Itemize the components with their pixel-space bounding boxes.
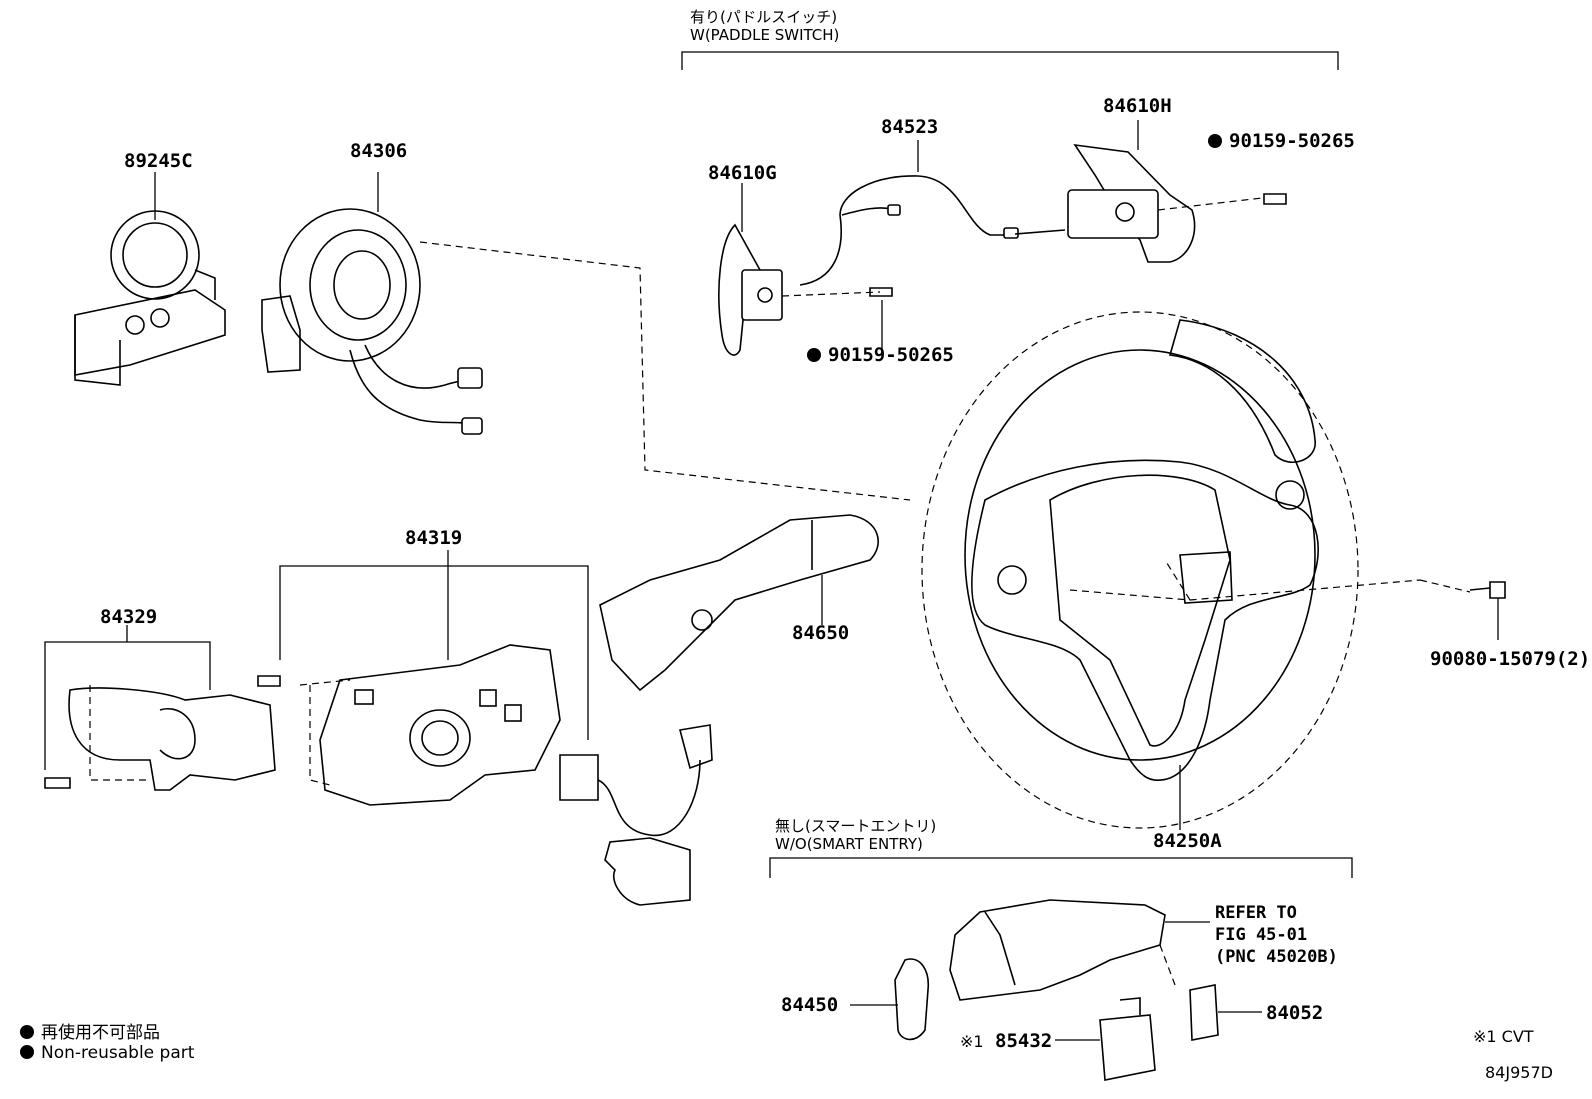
smart-caption-en: W/O(SMART ENTRY): [775, 835, 923, 853]
refer-line1: REFER TO: [1215, 903, 1297, 923]
part-label-89245C: 89245C: [124, 150, 193, 172]
part-label-90159-top: 90159-50265: [1208, 130, 1355, 152]
part-label-84450: 84450: [781, 994, 839, 1016]
cvt-note: ※1 CVT: [1473, 1027, 1534, 1046]
paddle-switch-bracket: [681, 51, 1339, 70]
steering-wheel-84250A: [921, 311, 1506, 830]
part-label-84610H: 84610H: [1103, 95, 1172, 117]
part-label-84523: 84523: [881, 116, 939, 138]
refer-note: REFER TO FIG 45-01 (PNC 45020B): [1215, 902, 1338, 968]
part-label-84052: 84052: [1266, 1002, 1324, 1024]
legend-dot-icon: [20, 1025, 34, 1039]
part-label-84250A: 84250A: [1153, 830, 1222, 852]
part-label-85432: ※1 85432: [960, 1030, 1053, 1052]
part-label-84650: 84650: [792, 622, 850, 644]
part-label-84319: 84319: [405, 527, 463, 549]
steering-sensor-89245C: [74, 172, 226, 386]
switch-bracket-84319: [257, 550, 713, 906]
smart-entry-parts: [850, 899, 1262, 1081]
refer-line3: (PNC 45020B): [1215, 947, 1338, 967]
part-label-84306: 84306: [350, 140, 408, 162]
part-label-84329: 84329: [100, 606, 158, 628]
refer-line2: FIG 45-01: [1215, 925, 1308, 945]
spiral-cable-84306: [261, 172, 911, 501]
legend-jp: 再使用不可部品: [20, 1018, 160, 1043]
non-reusable-marker: [807, 348, 821, 362]
paddle-caption-en: W(PADDLE SWITCH): [690, 26, 840, 44]
part-label-90080: 90080-15079(2): [1430, 648, 1591, 670]
note-mark: ※1: [960, 1032, 984, 1051]
wiper-switch-84650: [599, 514, 879, 692]
non-reusable-marker: [1208, 134, 1222, 148]
smart-caption-jp: 無し(スマートエントリ): [775, 817, 937, 835]
paddle-switch-assembly: [718, 120, 1287, 356]
headlamp-switch-84329: [44, 625, 276, 791]
legend-en: Non-reusable part: [20, 1043, 194, 1063]
figure-id: 84J957D: [1485, 1063, 1553, 1082]
part-label-84610G: 84610G: [708, 162, 777, 184]
legend-dot-icon: [20, 1045, 34, 1059]
paddle-caption-jp: 有り(パドルスイッチ): [690, 8, 838, 26]
part-label-90159-mid: 90159-50265: [807, 344, 954, 366]
smart-entry-bracket: [769, 857, 1353, 878]
